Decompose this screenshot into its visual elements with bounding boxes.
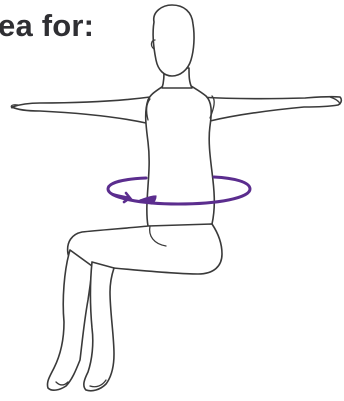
left-arm [11,97,150,123]
right-arm [200,97,341,121]
head [153,5,194,76]
left-lower-leg [47,250,92,390]
torso [146,84,215,230]
